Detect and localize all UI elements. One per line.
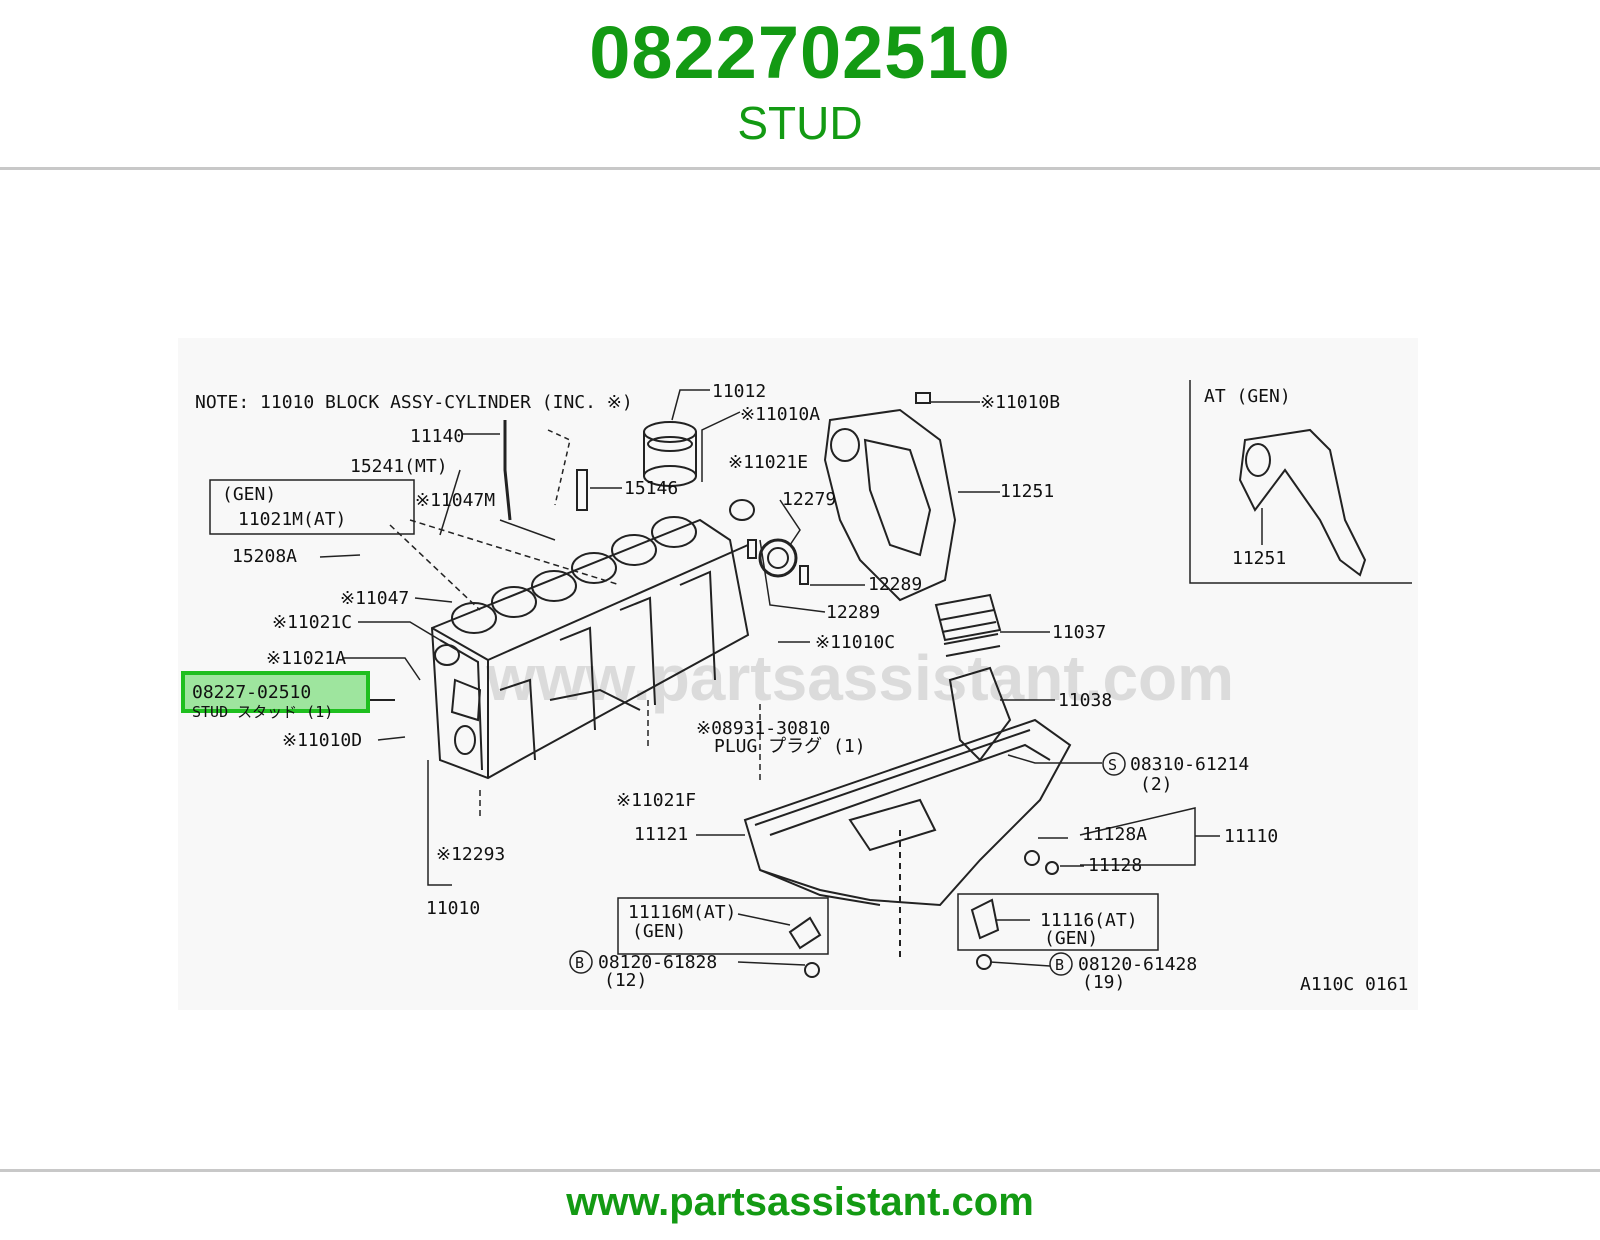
label-11010: 11010	[426, 898, 480, 919]
label-11012: 11012	[712, 381, 766, 402]
label-plug: PLUG プラグ (1)	[714, 736, 866, 757]
label-qty-12: (12)	[604, 970, 647, 991]
label-15146: 15146	[624, 478, 678, 499]
label-11021A: ※11021A	[266, 648, 346, 669]
gen-box-11116M	[617, 897, 829, 955]
label-11128: 11128	[1088, 855, 1142, 876]
leader-lines	[319, 389, 1220, 967]
label-11010D: ※11010D	[282, 730, 362, 751]
label-12293: ※12293	[436, 844, 505, 865]
label-08310: 08310-61214	[1130, 754, 1249, 775]
strainer-11038	[948, 666, 1012, 762]
oil-pan-11110	[743, 718, 1072, 960]
label-12289-b: 12289	[826, 602, 880, 623]
label-08931: ※08931-30810	[696, 718, 830, 739]
label-gen-2: (GEN)	[632, 921, 686, 942]
badge-b-2: B	[1055, 956, 1064, 974]
watermark-text: www.partsassistant.com	[485, 642, 1234, 714]
gen-box-11021M	[209, 479, 415, 535]
label-qty-2: (2)	[1140, 774, 1173, 795]
label-11010A: ※11010A	[740, 404, 820, 425]
label-08120-61828: 08120-61828	[598, 952, 717, 973]
inset-title: AT (GEN)	[1204, 386, 1291, 407]
badge-s: S	[1108, 756, 1117, 774]
label-12279: 12279	[782, 489, 836, 510]
figure-code: A110C 0161	[1300, 974, 1408, 995]
label-qty-19: (19)	[1082, 972, 1125, 993]
label-11021E: ※11021E	[728, 452, 808, 473]
label-12289-a: 12289	[868, 574, 922, 595]
badge-b-1: B	[575, 954, 584, 972]
label-11128A: 11128A	[1082, 824, 1147, 845]
label-11121: 11121	[634, 824, 688, 845]
part-name-subtitle: STUD	[737, 97, 863, 149]
highlighted-part-code: 08227-02510	[192, 682, 311, 703]
baffle-plate-11037	[934, 593, 1002, 657]
label-11047M: ※11047M	[415, 490, 495, 511]
header-divider	[0, 167, 1600, 170]
label-15241: 15241(MT)	[350, 456, 448, 477]
part-number-title: 0822702510	[589, 11, 1011, 94]
inset-at-gen: AT (GEN) 11251	[1189, 380, 1412, 584]
label-11116M: 11116M(AT)	[628, 902, 736, 923]
label-11116: 11116(AT)	[1040, 910, 1138, 931]
inset-part-11251: 11251	[1232, 548, 1286, 569]
footer-divider	[0, 1169, 1600, 1172]
cylinder-liner-11012	[643, 421, 697, 487]
label-15208A: 15208A	[232, 546, 297, 567]
dipstick-guide-15146	[576, 469, 588, 511]
label-11037: 11037	[1052, 622, 1106, 643]
rear-plate-11251	[823, 408, 957, 602]
highlighted-part-caption: STUD スタッド (1)	[192, 703, 333, 721]
website-footer[interactable]: www.partsassistant.com	[566, 1180, 1034, 1224]
gen-box-11116	[957, 893, 1159, 951]
label-11010C: ※11010C	[815, 632, 895, 653]
highlighted-part-box[interactable]	[181, 671, 370, 713]
part-labels: 11012 ※11010A ※11010B 11140 15241(MT) (G…	[222, 381, 1408, 995]
page-header: 0822702510 STUD	[0, 0, 1600, 168]
label-gen-1: (GEN)	[222, 484, 276, 505]
cylinder-block-drawing	[430, 518, 750, 780]
label-08120-61428: 08120-61428	[1078, 954, 1197, 975]
label-11021M: 11021M(AT)	[238, 509, 346, 530]
label-11010B: ※11010B	[980, 392, 1060, 413]
oil-seal-12279	[758, 538, 798, 578]
label-11251: 11251	[1000, 481, 1054, 502]
label-11047: ※11047	[340, 588, 409, 609]
label-11110: 11110	[1224, 826, 1278, 847]
dipstick-11140	[503, 420, 512, 521]
label-11140: 11140	[410, 426, 464, 447]
label-11038: 11038	[1058, 690, 1112, 711]
label-11021C: ※11021C	[272, 612, 352, 633]
diagram-note: NOTE: 11010 BLOCK ASSY-CYLINDER (INC. ※)	[195, 392, 633, 413]
label-11021F: ※11021F	[616, 790, 696, 811]
label-gen-3: (GEN)	[1044, 928, 1098, 949]
cylinder-bores	[451, 516, 697, 634]
